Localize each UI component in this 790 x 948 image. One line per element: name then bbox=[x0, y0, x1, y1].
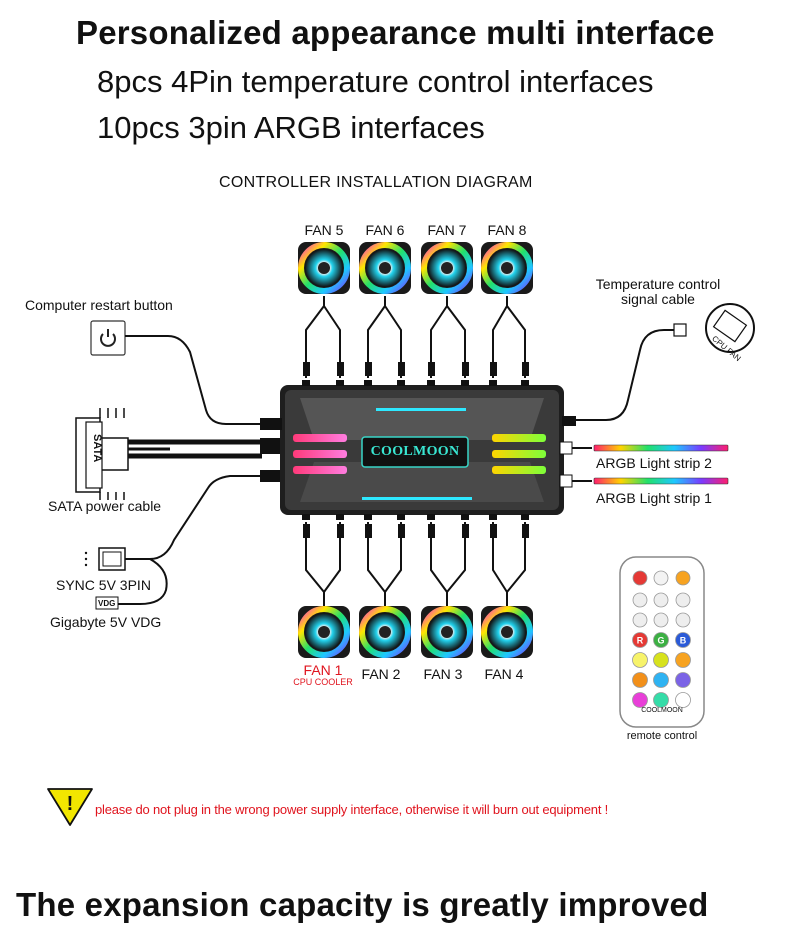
fan-2-label: FAN 2 bbox=[361, 666, 401, 682]
spec-line-4pin: 8pcs 4Pin temperature control interfaces bbox=[97, 64, 654, 99]
remote-button bbox=[632, 672, 648, 688]
warning-text: please do not plug in the wrong power su… bbox=[95, 802, 609, 817]
warning-triangle-icon bbox=[47, 788, 93, 826]
controller-logo-plate bbox=[361, 436, 469, 468]
remote-button bbox=[632, 632, 648, 648]
temp-cable-label-2: signal cable bbox=[621, 291, 695, 307]
fan-6-label: FAN 6 bbox=[365, 222, 405, 238]
remote-button bbox=[632, 570, 648, 586]
fan-1-icon bbox=[298, 606, 350, 658]
temperature-signal-cable bbox=[576, 303, 755, 421]
fan-3-label: FAN 3 bbox=[423, 666, 463, 682]
remote-button bbox=[675, 570, 691, 586]
main-title: Personalized appearance multi interface bbox=[76, 14, 715, 51]
remote-button bbox=[653, 632, 669, 648]
remote-button bbox=[653, 592, 669, 608]
remote-button bbox=[675, 592, 691, 608]
cpu-fan-header-icon bbox=[705, 303, 755, 353]
remote-button bbox=[632, 652, 648, 668]
sync-label: SYNC 5V 3PIN bbox=[56, 577, 151, 593]
remote-button bbox=[653, 672, 669, 688]
remote-button bbox=[632, 692, 648, 708]
argb-strip-2-label: ARGB Light strip 2 bbox=[596, 455, 712, 471]
restart-button-icon bbox=[90, 320, 126, 356]
fan-5-icon bbox=[298, 242, 350, 294]
remote-button bbox=[675, 652, 691, 668]
warning-symbol: ! bbox=[66, 793, 74, 815]
fan-2-icon bbox=[359, 606, 411, 658]
fan-8-label: FAN 8 bbox=[487, 222, 527, 238]
footer-title: The expansion capacity is greatly improv… bbox=[16, 886, 709, 923]
restart-button-label: Computer restart button bbox=[25, 297, 173, 313]
remote-control-label: remote control bbox=[626, 730, 698, 742]
remote-button bbox=[675, 632, 691, 648]
remote-button bbox=[653, 692, 669, 708]
top-fan-group bbox=[303, 296, 529, 378]
sata-label: SATA power cable bbox=[48, 498, 162, 514]
vdg-label: Gigabyte 5V VDG bbox=[50, 614, 162, 630]
argb-strip-1 bbox=[559, 474, 729, 488]
controller-brand: COOLMOON bbox=[370, 444, 460, 459]
remote-button bbox=[675, 612, 691, 628]
remote-button bbox=[653, 652, 669, 668]
temp-cable-label-1: Temperature control bbox=[595, 276, 721, 292]
remote-button bbox=[632, 592, 648, 608]
fan-7-label: FAN 7 bbox=[427, 222, 467, 238]
fan-4-label: FAN 4 bbox=[484, 666, 524, 682]
remote-button bbox=[632, 612, 648, 628]
fan-1-sublabel: CPU COOLER bbox=[293, 677, 353, 687]
spec-line-3pin: 10pcs 3pin ARGB interfaces bbox=[97, 110, 485, 145]
restart-button-cable bbox=[90, 320, 260, 425]
fan-7-icon bbox=[421, 242, 473, 294]
fan-3-icon bbox=[421, 606, 473, 658]
remote-button bbox=[675, 672, 691, 688]
remote-rgb-text: B bbox=[680, 636, 687, 646]
remote-button bbox=[675, 692, 691, 708]
remote-button bbox=[653, 570, 669, 586]
remote-rgb-text: G bbox=[657, 636, 664, 646]
argb-strip-2 bbox=[559, 441, 729, 455]
fan-6-icon bbox=[359, 242, 411, 294]
remote-brand: COOLMOON bbox=[641, 707, 683, 714]
remote-rgb-text: R bbox=[637, 636, 644, 646]
fan-4-icon bbox=[481, 606, 533, 658]
vdg-connector-text: VDG bbox=[98, 599, 116, 608]
sync-vdg-cable bbox=[84, 475, 262, 610]
remote-button bbox=[653, 612, 669, 628]
bottom-fan-group bbox=[303, 522, 529, 606]
fan-5-label: FAN 5 bbox=[304, 222, 344, 238]
sata-cable bbox=[75, 408, 262, 500]
fan-8-icon bbox=[481, 242, 533, 294]
argb-strip-1-label: ARGB Light strip 1 bbox=[596, 490, 712, 506]
diagram-title: CONTROLLER INSTALLATION DIAGRAM bbox=[219, 174, 533, 191]
controller-hub bbox=[260, 380, 576, 520]
sata-connector-text: SATA bbox=[91, 434, 103, 463]
fan-1-label: FAN 1 bbox=[303, 662, 343, 678]
